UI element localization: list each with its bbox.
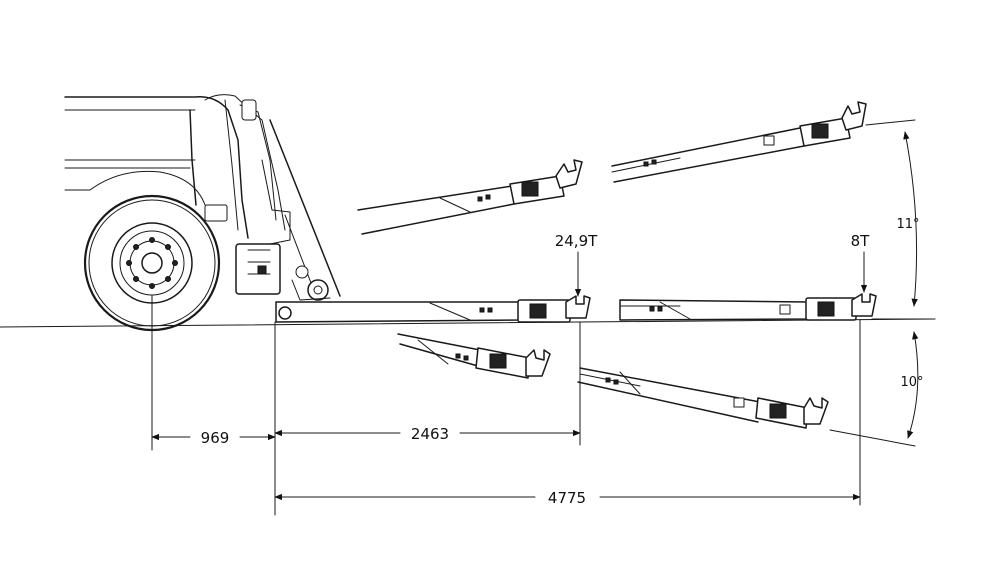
- dimension-lines: [151, 119, 936, 516]
- dim-label-2463: 2463: [411, 425, 449, 443]
- load-label-extended: 8T: [851, 232, 871, 250]
- dim-label-969: 969: [201, 429, 230, 447]
- underlift-arm-retracted: [275, 295, 591, 323]
- underlift-arm-lowered-long: [577, 367, 829, 429]
- underlift-arm-raised-short: [357, 159, 583, 235]
- underlift-arm-extended: [619, 293, 877, 321]
- angle-label-up: 11°: [896, 217, 919, 232]
- underlift-arm-raised-long: [611, 101, 867, 183]
- angle-label-down: 10°: [900, 375, 923, 390]
- truck-body: [64, 94, 341, 301]
- underlift-arm-lowered-short: [397, 333, 551, 379]
- load-label-retracted: 24,9T: [555, 232, 598, 250]
- dim-label-4775: 4775: [548, 489, 586, 507]
